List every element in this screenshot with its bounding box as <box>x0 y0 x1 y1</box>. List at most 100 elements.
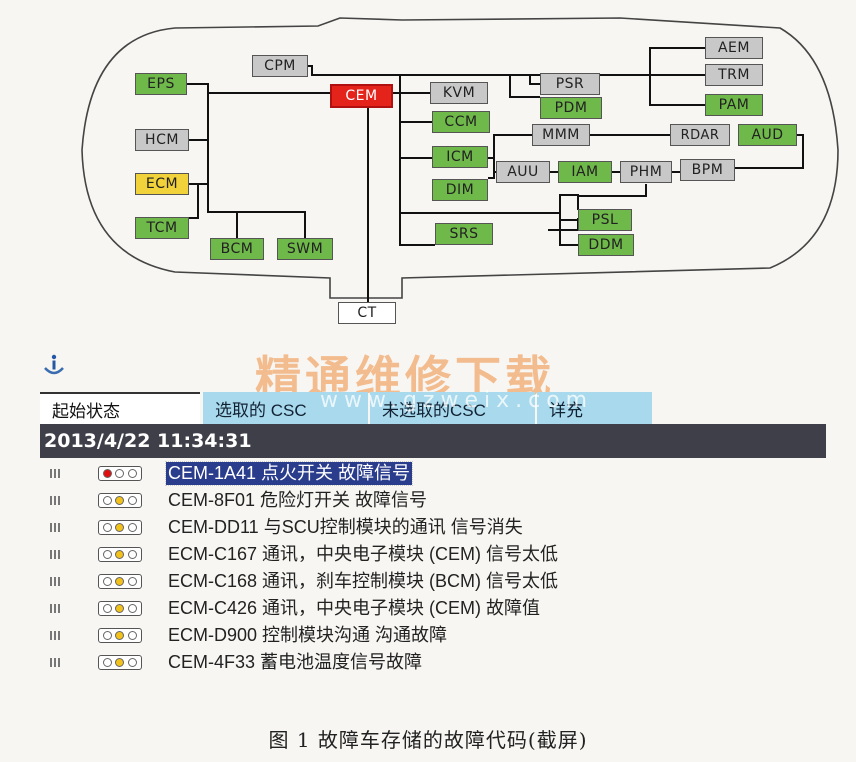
module-cpm[interactable]: CPM <box>252 55 308 77</box>
status-lights-icon <box>98 547 142 562</box>
module-aem[interactable]: AEM <box>705 37 763 59</box>
status-light-yellow <box>115 496 125 505</box>
module-dim[interactable]: DIM <box>432 179 488 201</box>
status-light-white <box>128 658 138 667</box>
module-swm[interactable]: SWM <box>277 238 333 260</box>
info-icon[interactable] <box>42 352 66 376</box>
status-light-yellow <box>115 604 125 613</box>
fault-text: CEM-1A41 点火开关 故障信号 <box>164 461 414 486</box>
figure-caption: 图 1 故障车存储的故障代码(截屏) <box>268 728 588 752</box>
fault-row[interactable]: CEM-8F01 危险灯开关 故障信号 <box>40 487 826 514</box>
module-psr[interactable]: PSR <box>540 73 600 95</box>
module-psl[interactable]: PSL <box>578 209 632 231</box>
fault-row[interactable]: ECM-D900 控制模块沟通 沟通故障 <box>40 622 826 649</box>
module-cem[interactable]: CEM <box>330 84 393 108</box>
status-light-white <box>102 658 112 667</box>
module-ecm[interactable]: ECM <box>135 173 189 195</box>
module-srs[interactable]: SRS <box>435 223 493 245</box>
fault-description: 控制模块沟通 沟通故障 <box>262 625 448 645</box>
timestamp-bar: 2013/4/22 11:34:31 <box>40 424 826 458</box>
fault-text: ECM-C167 通讯，中央电子模块 (CEM) 信号太低 <box>166 543 560 566</box>
module-ddm[interactable]: DDM <box>578 234 634 256</box>
status-lights-icon <box>98 466 142 481</box>
fault-description: 通讯，刹车控制模块 (BCM) 信号太低 <box>262 571 559 591</box>
fault-text: ECM-D900 控制模块沟通 沟通故障 <box>166 624 449 647</box>
fault-description: 危险灯开关 故障信号 <box>260 490 428 510</box>
module-rdar[interactable]: RDAR <box>670 124 730 146</box>
tab-details[interactable]: 详充 <box>537 392 652 424</box>
module-ccm[interactable]: CCM <box>432 111 490 133</box>
fault-code: ECM-C168 <box>168 571 258 591</box>
car-outline-wiring <box>81 17 839 304</box>
module-pam[interactable]: PAM <box>705 94 763 116</box>
tab-unselected-csc[interactable]: 未选取的CSC <box>370 392 535 424</box>
status-lights-icon <box>98 655 142 670</box>
status-light-yellow <box>115 631 125 640</box>
status-light-white <box>102 496 112 505</box>
tab-selected-csc[interactable]: 选取的 CSC <box>203 392 368 424</box>
watermark-url: www.gzweix.com <box>320 388 594 413</box>
status-light-white <box>102 550 112 559</box>
drag-handle-icon[interactable] <box>50 523 60 532</box>
status-light-yellow <box>115 577 125 586</box>
fault-description: 通讯，中央电子模块 (CEM) 故障值 <box>262 598 541 618</box>
tab-initial-status[interactable]: 起始状态 <box>40 392 200 424</box>
status-light-white <box>102 631 112 640</box>
status-light-yellow <box>115 523 125 532</box>
status-light-white <box>128 550 138 559</box>
fault-text: ECM-C168 通讯，刹车控制模块 (BCM) 信号太低 <box>166 570 560 593</box>
fault-row[interactable]: ECM-C167 通讯，中央电子模块 (CEM) 信号太低 <box>40 541 826 568</box>
module-auu[interactable]: AUU <box>496 161 550 183</box>
module-hcm[interactable]: HCM <box>135 129 189 151</box>
drag-handle-icon[interactable] <box>50 469 60 478</box>
drag-handle-icon[interactable] <box>50 577 60 586</box>
drag-handle-icon[interactable] <box>50 550 60 559</box>
drag-handle-icon[interactable] <box>50 631 60 640</box>
status-light-red <box>102 469 112 478</box>
fault-row[interactable]: ECM-C426 通讯，中央电子模块 (CEM) 故障值 <box>40 595 826 622</box>
module-kvm[interactable]: KVM <box>430 82 488 104</box>
fault-description: 与SCU控制模块的通讯 信号消失 <box>263 517 523 537</box>
fault-code: ECM-C167 <box>168 544 258 564</box>
module-eps[interactable]: EPS <box>135 73 187 95</box>
network-diagram: CPM CEM KVM PSR PDM AEM TRM PAM EPS HCM … <box>0 0 856 340</box>
module-mmm[interactable]: MMM <box>532 124 590 146</box>
fault-code: CEM-1A41 <box>168 463 257 483</box>
status-light-white <box>128 523 138 532</box>
module-tcm[interactable]: TCM <box>135 217 189 239</box>
fault-code: CEM-8F01 <box>168 490 256 510</box>
module-bcm[interactable]: BCM <box>210 238 264 260</box>
status-light-white <box>128 496 138 505</box>
module-icm[interactable]: ICM <box>432 146 488 168</box>
fault-text: CEM-DD11 与SCU控制模块的通讯 信号消失 <box>166 516 525 539</box>
status-light-yellow <box>115 550 125 559</box>
module-trm[interactable]: TRM <box>705 64 763 86</box>
fault-code: ECM-C426 <box>168 598 258 618</box>
module-pdm[interactable]: PDM <box>540 97 602 119</box>
status-light-white <box>102 523 112 532</box>
fault-row[interactable]: CEM-1A41 点火开关 故障信号 <box>40 460 826 487</box>
tab-bar: 起始状态 选取的 CSC 未选取的CSC 详充 <box>40 392 826 424</box>
drag-handle-icon[interactable] <box>50 658 60 667</box>
module-iam[interactable]: IAM <box>558 161 612 183</box>
module-phm[interactable]: PHM <box>620 161 672 183</box>
module-ct[interactable]: CT <box>338 302 396 324</box>
fault-row[interactable]: CEM-DD11 与SCU控制模块的通讯 信号消失 <box>40 514 826 541</box>
status-lights-icon <box>98 628 142 643</box>
fault-text: CEM-8F01 危险灯开关 故障信号 <box>166 489 429 512</box>
module-bpm[interactable]: BPM <box>680 159 735 181</box>
fault-row[interactable]: ECM-C168 通讯，刹车控制模块 (BCM) 信号太低 <box>40 568 826 595</box>
status-lights-icon <box>98 574 142 589</box>
fault-row[interactable]: CEM-4F33 蓄电池温度信号故障 <box>40 649 826 676</box>
drag-handle-icon[interactable] <box>50 604 60 613</box>
status-light-white <box>115 469 125 478</box>
module-aud[interactable]: AUD <box>738 124 797 146</box>
status-lights-icon <box>98 520 142 535</box>
fault-description: 点火开关 故障信号 <box>261 463 411 483</box>
fault-description: 蓄电池温度信号故障 <box>260 652 423 672</box>
drag-handle-icon[interactable] <box>50 496 60 505</box>
status-light-white <box>128 577 138 586</box>
fault-code: CEM-DD11 <box>168 517 259 537</box>
fault-text: ECM-C426 通讯，中央电子模块 (CEM) 故障值 <box>166 597 542 620</box>
status-light-white <box>128 631 138 640</box>
